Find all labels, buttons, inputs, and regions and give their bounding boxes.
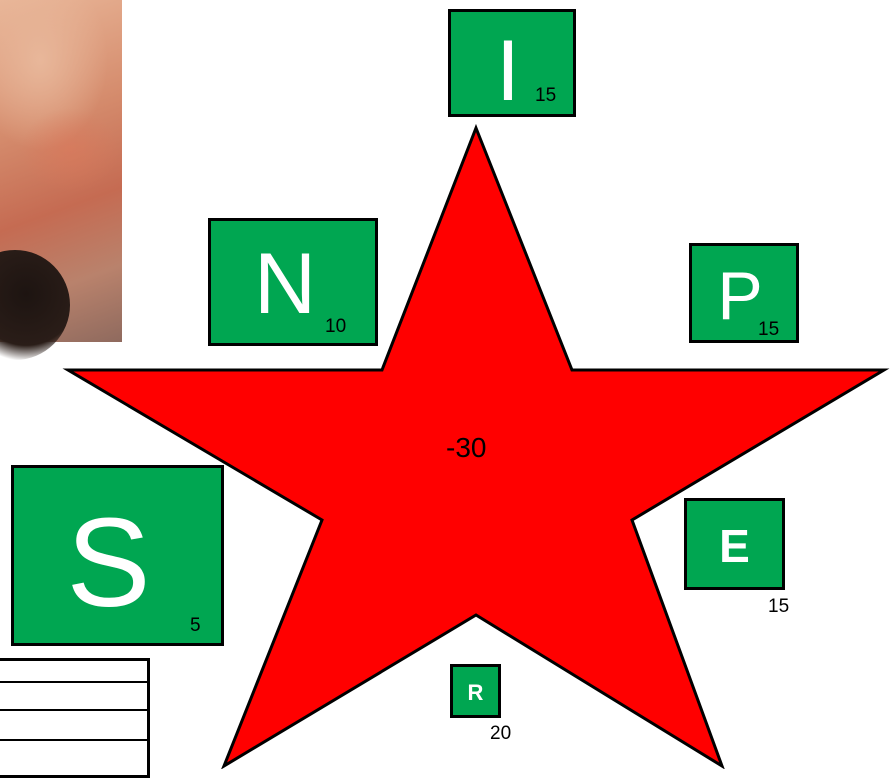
tile-points: 15	[535, 86, 556, 105]
tile-s[interactable]: S 5	[11, 465, 224, 646]
tile-p[interactable]: P 15	[689, 243, 799, 343]
tile-r[interactable]: R	[450, 664, 501, 718]
tile-points: 10	[325, 317, 346, 336]
tile-n[interactable]: N 10	[208, 218, 378, 346]
tile-letter: N	[211, 241, 359, 327]
tile-letter: R	[453, 682, 498, 704]
tile-e[interactable]: E	[684, 498, 785, 590]
star-value: -30	[446, 434, 486, 462]
tile-points: 5	[190, 616, 201, 635]
tile-i[interactable]: I 15	[448, 9, 576, 117]
tile-r-points: 20	[490, 724, 511, 743]
tile-points: 15	[758, 320, 779, 339]
tile-letter: E	[687, 523, 782, 569]
tile-e-points: 15	[768, 597, 789, 616]
tile-letter: S	[14, 500, 203, 626]
